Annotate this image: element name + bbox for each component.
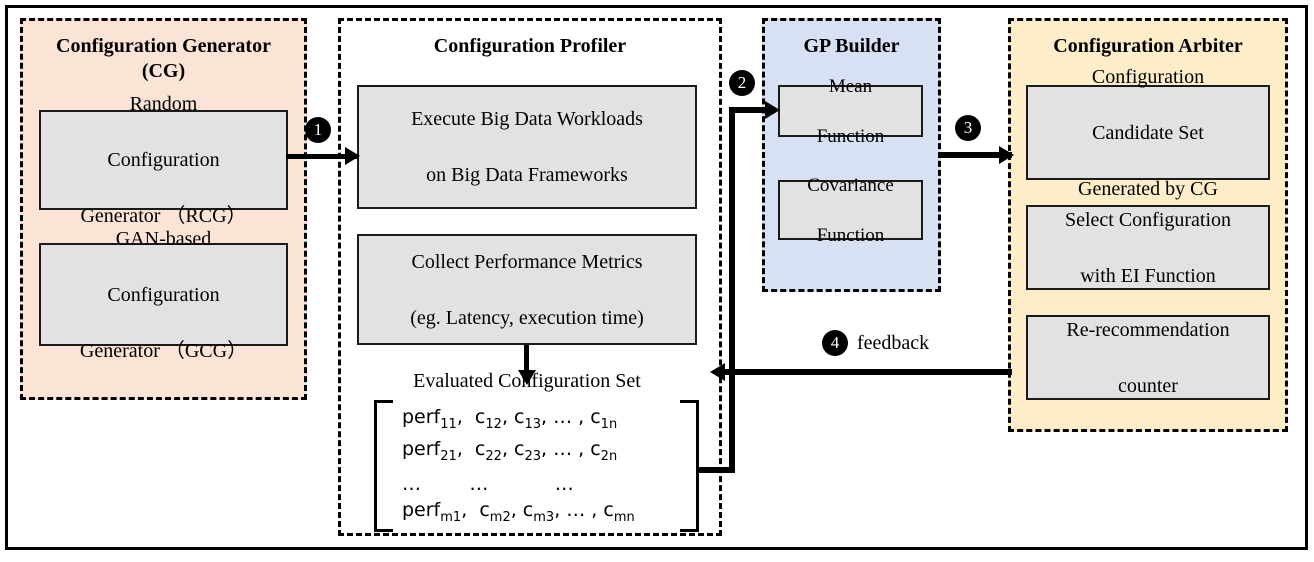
edge-2-line-vertical: [729, 107, 735, 473]
evaluated-configuration-set-matrix: perf11, c12, c13, … , c1n perf21, c22, c…: [374, 400, 699, 532]
edge-2-badge: 2: [729, 70, 755, 96]
node-re-recommendation[interactable]: Re-recommendation counter: [1026, 315, 1270, 400]
evaluated-configuration-set-caption: Evaluated Configuration Set: [413, 370, 641, 392]
node-select-config[interactable]: Select Configuration with EI Function: [1026, 205, 1270, 290]
node-rcg-line1: Random: [129, 93, 198, 115]
node-gcg-line3: Generator （GCG）: [79, 339, 248, 362]
panel-title-profiler-line1: Configuration Profiler: [433, 35, 627, 57]
node-collect-metrics-line1: Collect Performance Metrics: [411, 250, 643, 273]
node-mean-function-line2: Function: [816, 125, 885, 147]
edge-2-line-horizontal-bottom: [697, 467, 735, 473]
panel-title-cg-line1: Configuration Generator: [56, 35, 271, 57]
node-covariance-function[interactable]: Covariance Function: [778, 175, 923, 246]
node-select-config-line1: Select Configuration: [1064, 208, 1232, 231]
matrix-row-4: perfm1, cm2, cm3, … , cmn: [402, 499, 635, 525]
edge-1-line: [286, 154, 358, 159]
node-candidate-set-line2: Candidate Set: [1092, 121, 1204, 144]
edge-4-label: feedback: [857, 332, 930, 354]
outer-frame: [5, 5, 1308, 550]
node-re-recommendation-line2: counter: [1118, 374, 1178, 397]
edge-1-arrowhead: [345, 147, 360, 165]
node-mean-function-line1: Mean: [828, 75, 873, 97]
panel-title-cg: Configuration Generator (CG): [23, 34, 304, 84]
matrix-row-3: … … …: [402, 473, 574, 495]
node-collect-metrics[interactable]: Collect Performance Metrics (eg. Latency…: [357, 234, 697, 345]
panel-title-gp-builder-line1: GP Builder: [803, 35, 900, 57]
node-gcg[interactable]: GAN-based Configuration Generator （GCG）: [39, 228, 288, 362]
node-select-config-line2: with EI Function: [1080, 264, 1216, 287]
node-candidate-set[interactable]: Configuration Candidate Set Generated by…: [1026, 66, 1270, 200]
node-re-recommendation-line1: Re-recommendation: [1066, 318, 1230, 341]
panel-title-arbiter-line1: Configuration Arbiter: [1053, 35, 1243, 57]
matrix-row-1: perf11, c12, c13, … , c1n: [402, 406, 618, 432]
panel-title-cg-line2: (CG): [141, 60, 186, 82]
edge-3-arrowhead: [999, 146, 1014, 164]
edge-4-arrowhead: [710, 363, 725, 381]
node-execute-workloads-line1: Execute Big Data Workloads: [411, 108, 643, 130]
node-rcg-line3: Generator （RCG）: [80, 205, 247, 227]
edge-4-line: [722, 369, 1012, 375]
panel-title-profiler: Configuration Profiler: [341, 34, 719, 59]
node-candidate-set-line3: Generated by CG: [1078, 177, 1218, 200]
panel-gp-builder: GP Builder: [762, 18, 941, 292]
node-execute-workloads-line2: on Big Data Frameworks: [426, 164, 628, 186]
matrix-right-bracket: [680, 400, 699, 532]
edge-collect-to-set-line: [524, 345, 529, 372]
panel-title-gp-builder: GP Builder: [765, 34, 938, 59]
node-covariance-function-line2: Function: [816, 224, 885, 246]
node-gcg-line1: GAN-based: [115, 227, 212, 250]
edge-3-line: [940, 152, 1012, 158]
node-execute-workloads[interactable]: Execute Big Data Workloads on Big Data F…: [357, 85, 697, 209]
matrix-left-bracket: [374, 400, 393, 532]
matrix-row-2: perf21, c22, c23, … , c2n: [402, 438, 618, 464]
node-rcg-line2: Configuration: [107, 149, 220, 171]
edge-collect-to-set-arrowhead: [518, 370, 536, 385]
panel-title-arbiter: Configuration Arbiter: [1011, 34, 1285, 59]
edge-3-badge: 3: [955, 115, 981, 141]
node-gcg-line2: Configuration: [107, 283, 220, 306]
node-covariance-function-line1: Covariance: [807, 174, 894, 196]
node-rcg[interactable]: Random Configuration Generator （RCG）: [39, 93, 288, 227]
edge-2-line-horizontal-top: [729, 107, 773, 113]
node-mean-function[interactable]: Mean Function: [778, 76, 923, 147]
node-candidate-set-line1: Configuration: [1091, 65, 1205, 88]
edge-1-badge: 1: [305, 117, 331, 143]
node-collect-metrics-line2: (eg. Latency, execution time): [410, 306, 644, 329]
edge-2-arrowhead: [765, 101, 780, 119]
edge-4-badge: 4: [822, 330, 848, 356]
